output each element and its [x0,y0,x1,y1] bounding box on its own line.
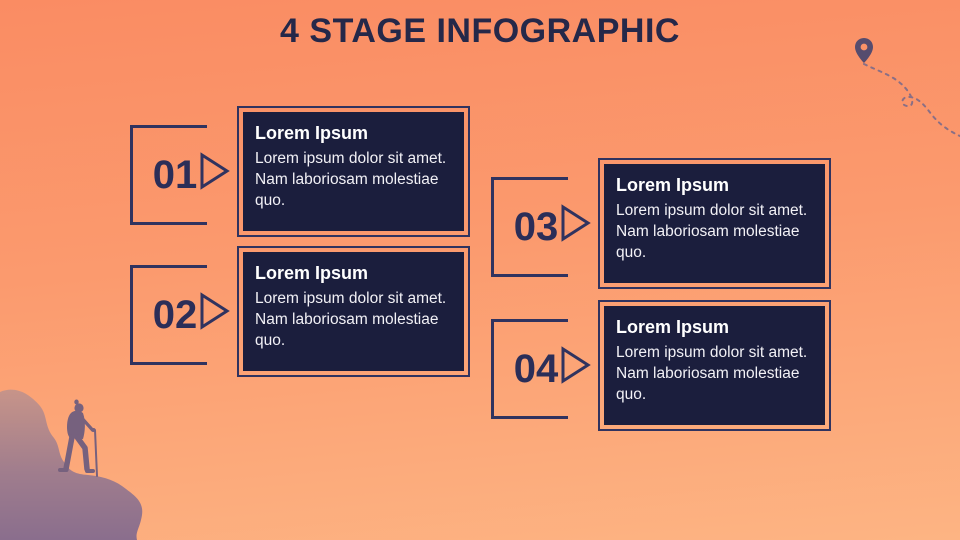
stage-number-bracket: 02 [130,265,207,365]
dashed-trail [863,63,960,138]
stage-number: 02 [152,293,198,337]
stage-number-bracket: 04 [491,319,568,419]
arrow-right-triangle-icon [561,346,591,384]
stage-card-inner: Lorem Ipsum Lorem ipsum dolor sit amet. … [604,164,825,283]
stage-number-bracket: 03 [491,177,568,277]
stage-card-title: Lorem Ipsum [616,317,730,337]
stage-card-title: Lorem Ipsum [616,175,730,195]
stage-card-title: Lorem Ipsum [255,123,369,143]
stage-card-body: Lorem ipsum dolor sit amet. Nam laborios… [616,202,808,261]
stage-card: Lorem Ipsum Lorem ipsum dolor sit amet. … [598,300,831,431]
stage-04: 04 Lorem Ipsum Lorem ipsum dolor sit ame… [491,300,831,432]
stage-number-bracket: 01 [130,125,207,225]
stage-card-inner: Lorem Ipsum Lorem ipsum dolor sit amet. … [604,306,825,425]
map-pin-icon [855,38,873,63]
arrow-right-triangle-icon [561,204,591,242]
stage-card-body: Lorem ipsum dolor sit amet. Nam laborios… [255,150,447,209]
mountain-silhouette [0,389,143,540]
stage-card: Lorem Ipsum Lorem ipsum dolor sit amet. … [237,106,470,237]
stage-card-inner: Lorem Ipsum Lorem ipsum dolor sit amet. … [243,112,464,231]
mountain-decoration [0,389,143,540]
stage-01: 01 Lorem Ipsum Lorem ipsum dolor sit ame… [130,106,470,238]
stage-card-inner: Lorem Ipsum Lorem ipsum dolor sit amet. … [243,252,464,371]
stage-card-title: Lorem Ipsum [255,263,369,283]
stage-number: 04 [513,347,559,391]
slide-title: 4 STAGE INFOGRAPHIC [280,12,680,50]
stage-number: 01 [152,153,198,197]
arrow-right-triangle-icon [200,292,230,330]
stage-card: Lorem Ipsum Lorem ipsum dolor sit amet. … [237,246,470,377]
stage-02: 02 Lorem Ipsum Lorem ipsum dolor sit ame… [130,246,470,378]
arrow-right-triangle-icon [200,152,230,190]
trail-decoration [855,38,960,138]
stage-card: Lorem Ipsum Lorem ipsum dolor sit amet. … [598,158,831,289]
hiker-silhouette [58,399,98,477]
stage-card-body: Lorem ipsum dolor sit amet. Nam laborios… [616,344,808,403]
stage-03: 03 Lorem Ipsum Lorem ipsum dolor sit ame… [491,158,831,290]
stage-number: 03 [513,205,559,249]
stage-card-body: Lorem ipsum dolor sit amet. Nam laborios… [255,290,447,349]
